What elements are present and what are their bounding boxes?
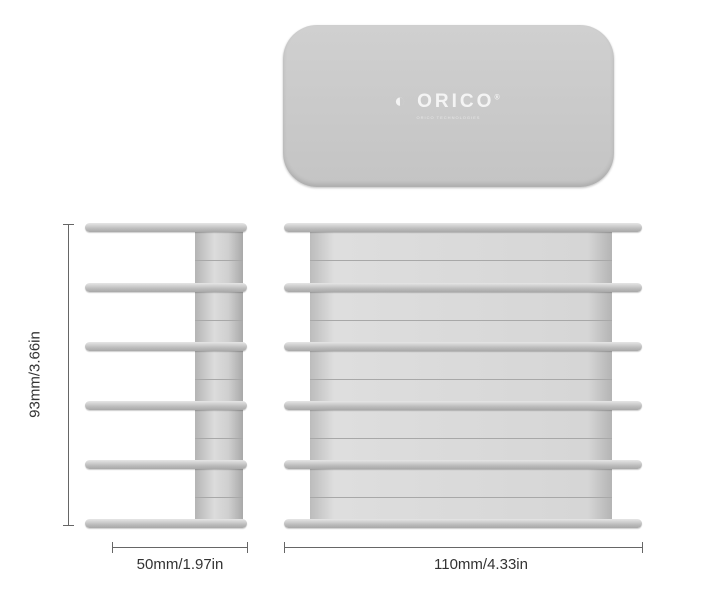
shelf <box>85 283 247 292</box>
front-body <box>310 228 612 524</box>
shelf <box>85 342 247 351</box>
shelf <box>284 342 642 351</box>
seam-line <box>195 260 243 261</box>
width-dimension-line <box>284 547 642 548</box>
seam-line <box>310 260 612 261</box>
seam-line <box>310 379 612 380</box>
dimension-tick <box>284 542 285 553</box>
seam-line <box>195 320 243 321</box>
seam-line <box>195 438 243 439</box>
shelf <box>284 519 642 528</box>
seam-line <box>310 438 612 439</box>
side-column <box>195 228 243 524</box>
seam-line <box>195 379 243 380</box>
width-label: 110mm/4.33in <box>434 556 528 573</box>
dimension-tick <box>63 224 74 225</box>
brand-tagline: ORICO TECHNOLOGIES <box>416 115 481 120</box>
seam-line <box>195 497 243 498</box>
dimension-tick <box>642 542 643 553</box>
shelf <box>85 460 247 469</box>
depth-label: 50mm/1.97in <box>136 556 224 573</box>
shelf <box>284 401 642 410</box>
dimension-tick <box>63 525 74 526</box>
height-label: 93mm/3.66in <box>26 331 44 418</box>
brand-logo: ◐ ORICO® <box>394 91 503 112</box>
seam-line <box>310 497 612 498</box>
height-dimension-line <box>68 224 69 526</box>
product-top-view: ◐ ORICO® ORICO TECHNOLOGIES <box>283 25 614 187</box>
shelf <box>85 401 247 410</box>
dimension-tick <box>112 542 113 553</box>
seam-line <box>310 320 612 321</box>
depth-dimension-line <box>112 547 247 548</box>
shelf <box>284 223 642 232</box>
shelf <box>85 223 247 232</box>
shelf <box>85 519 247 528</box>
shelf <box>284 283 642 292</box>
shelf <box>284 460 642 469</box>
dimension-tick <box>247 542 248 553</box>
